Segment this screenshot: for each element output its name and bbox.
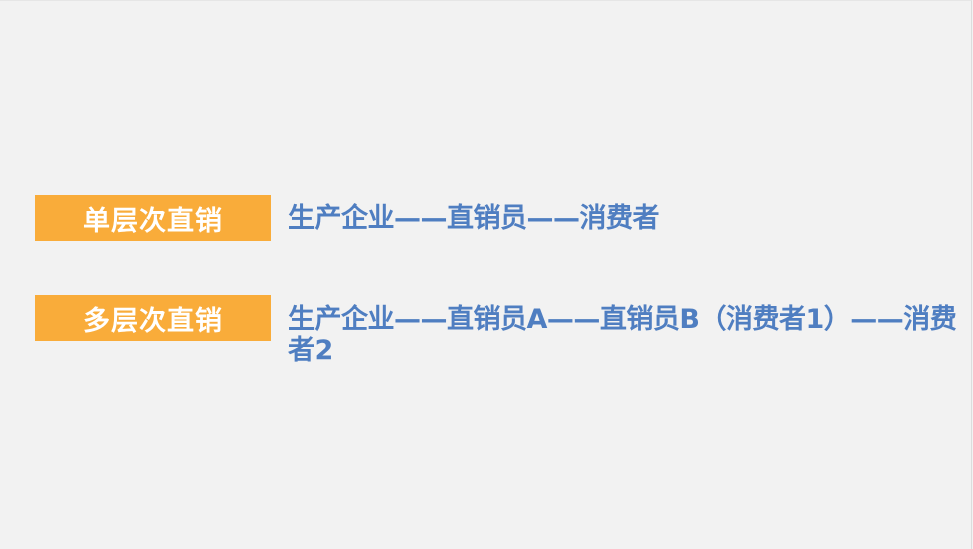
- single-level-direct-sales-label: 单层次直销: [35, 195, 271, 241]
- multi-level-chain-description: 生产企业——直销员A——直销员B（消费者1）——消费者2: [288, 304, 957, 366]
- multi-level-direct-sales-label: 多层次直销: [35, 295, 271, 341]
- single-level-chain-description: 生产企业——直销员——消费者: [288, 203, 660, 234]
